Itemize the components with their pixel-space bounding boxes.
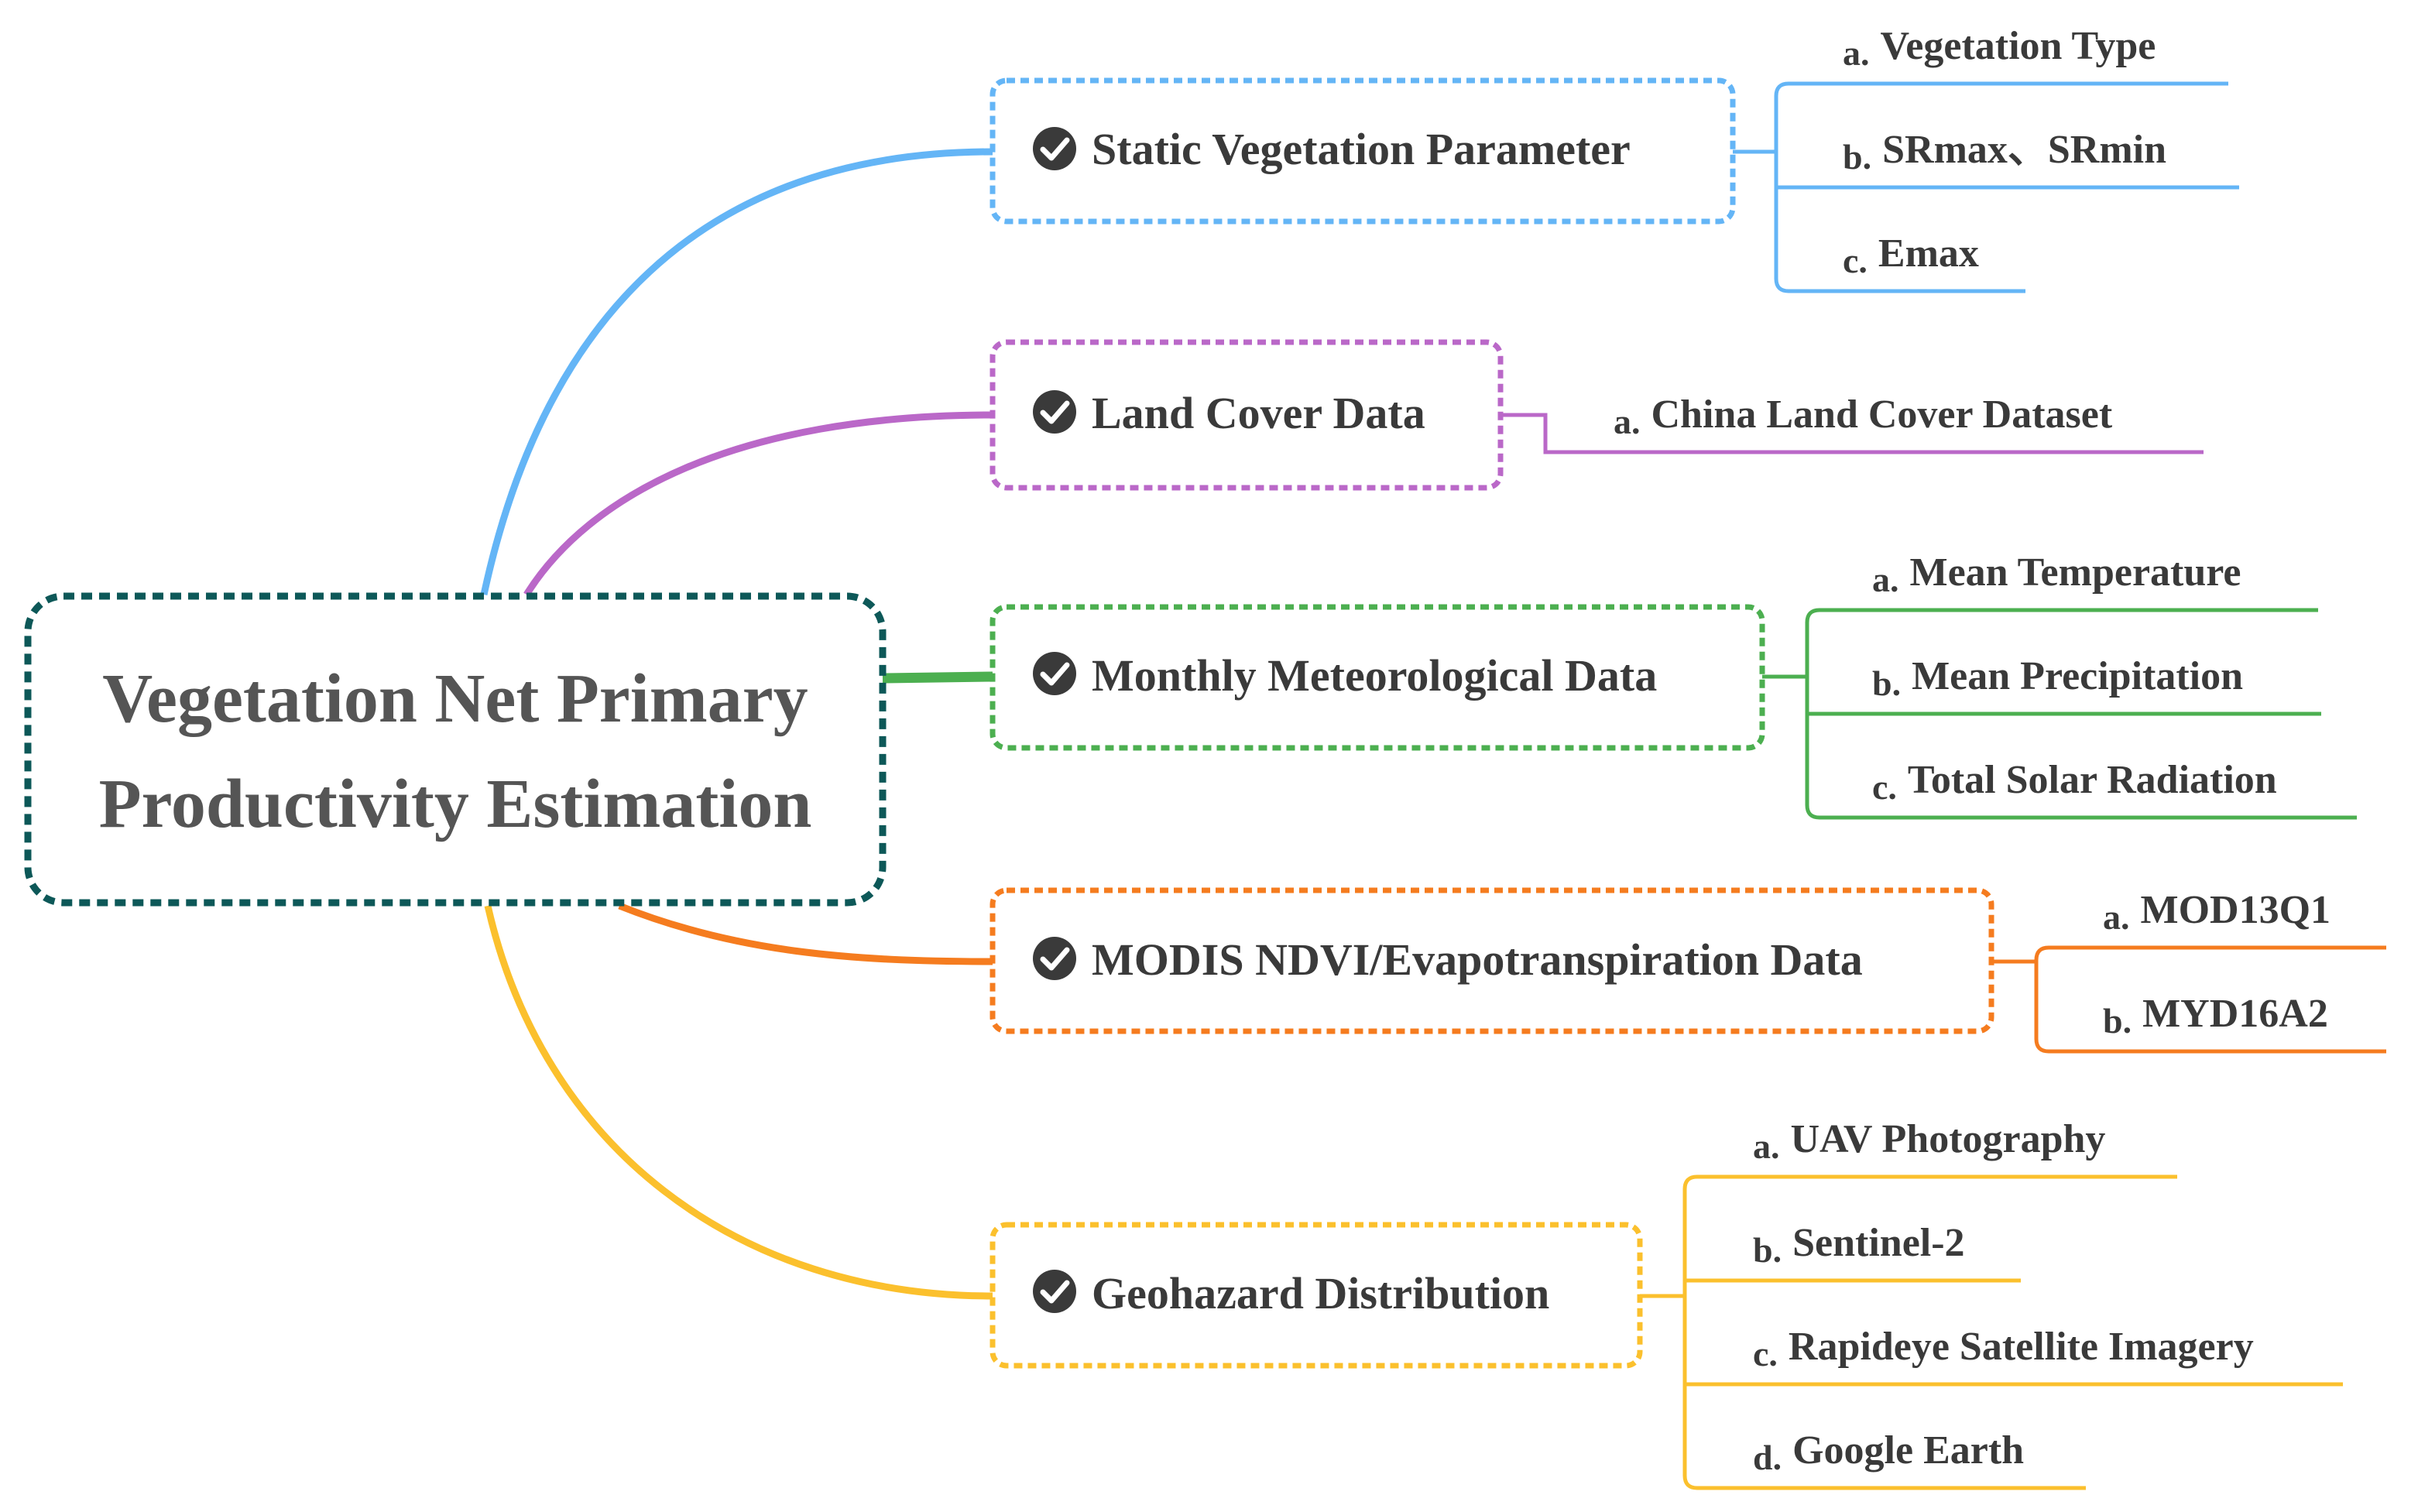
branch-node-land-cover[interactable]: Land Cover Data: [989, 339, 1504, 491]
connector-land-cover: [523, 411, 993, 597]
connector-geohazard: [484, 905, 993, 1300]
leaf-prefix: a.: [1843, 33, 1870, 73]
leaf-label[interactable]: a. Vegetation Type: [1843, 24, 2156, 73]
root-title-line-1: Vegetation Net Primary: [102, 660, 808, 737]
check-circle-icon: [1033, 390, 1076, 434]
leaf-label[interactable]: c. Rapideye Satellite Imagery: [1753, 1325, 2254, 1373]
leaf-prefix: a.: [1872, 560, 1899, 599]
branch-box: [989, 77, 1736, 225]
leaf-label[interactable]: a. UAV Photography: [1753, 1117, 2105, 1166]
branch-node-static-vegetation[interactable]: Static Vegetation Parameter: [989, 77, 1736, 225]
check-circle-icon: [1033, 937, 1076, 980]
leaf-connectors: [1501, 81, 2386, 1490]
branch-title: Geohazard Distribution: [1092, 1268, 1549, 1318]
leaf-prefix: d.: [1753, 1438, 1782, 1477]
leaf-label[interactable]: b.MYD16A2: [2103, 992, 2328, 1041]
leaf-prefix: a.: [2103, 897, 2130, 937]
leaf-prefix: b.: [1843, 137, 1871, 177]
leaf-text: Vegetation Type: [1881, 24, 2156, 68]
leaf-prefix: c.: [1753, 1334, 1778, 1373]
leaf-text: MYD16A2: [2142, 992, 2328, 1036]
leaf-bracket: [1682, 1174, 1698, 1490]
leaf-line: [1501, 413, 2204, 454]
leaf-bracket: [2034, 945, 2049, 1054]
leaf-label[interactable]: a. China Land Cover Dataset: [1614, 393, 2113, 441]
check-circle-icon: [1033, 652, 1076, 695]
leaf-label[interactable]: b.Sentinel-2: [1753, 1221, 1965, 1270]
leaf-label[interactable]: d. Google Earth: [1753, 1428, 2024, 1477]
leaf-prefix: b.: [1872, 663, 1901, 703]
branch-node-modis[interactable]: MODIS NDVI/Evapotranspiration Data: [989, 887, 1994, 1034]
check-circle-icon: [1033, 1270, 1076, 1313]
leaf-text: MOD13Q1: [2141, 888, 2331, 932]
leaf-label[interactable]: c. Emax: [1843, 231, 1979, 280]
connector-modis: [618, 902, 993, 965]
leaf-prefix: b.: [1753, 1230, 1782, 1270]
leaf-text: China Land Cover Dataset: [1651, 393, 2113, 437]
leaf-text: Total Solar Radiation: [1908, 758, 2277, 802]
leaf-text: Sentinel-2: [1792, 1221, 1964, 1265]
branch-title: Static Vegetation Parameter: [1092, 124, 1631, 174]
connector-static-vegetation: [480, 148, 993, 595]
leaf-prefix: a.: [1614, 402, 1641, 441]
leaf-label[interactable]: b. Mean Precipitation: [1872, 654, 2243, 703]
branch-title: Land Cover Data: [1092, 388, 1425, 438]
root-connectors: [480, 148, 993, 1300]
root-node-border: [24, 592, 887, 907]
branch-title: MODIS NDVI/Evapotranspiration Data: [1092, 934, 1863, 985]
root-node[interactable]: Vegetation Net Primary Productivity Esti…: [24, 592, 887, 907]
leaf-text: Mean Temperature: [1910, 550, 2241, 595]
branch-node-meteorological[interactable]: Monthly Meteorological Data: [989, 604, 1765, 751]
leaf-prefix: c.: [1843, 241, 1868, 280]
leaf-prefix: a.: [1753, 1126, 1780, 1166]
leaf-label[interactable]: c. Total Solar Radiation: [1872, 758, 2277, 807]
leaf-label[interactable]: a. Mean Temperature: [1872, 550, 2241, 599]
leaf-prefix: b.: [2103, 1001, 2132, 1041]
root-title-line-2: Productivity Estimation: [99, 766, 812, 842]
check-circle-icon: [1033, 127, 1076, 170]
connector-meteorological: [882, 671, 993, 684]
leaf-text: Mean Precipitation: [1912, 654, 2243, 698]
leaf-text: Rapideye Satellite Imagery: [1789, 1325, 2254, 1369]
leaf-label[interactable]: a. MOD13Q1: [2103, 888, 2331, 937]
branch-box: [989, 604, 1765, 751]
leaf-labels: a. Vegetation Type b. SRmax、SRmin c. Emax a. Ch…: [1614, 24, 2331, 1477]
leaf-label[interactable]: b. SRmax、SRmin: [1843, 128, 2166, 177]
leaf-prefix: c.: [1872, 767, 1897, 807]
branch-title: Monthly Meteorological Data: [1092, 650, 1657, 701]
leaf-text: Emax: [1878, 231, 1979, 276]
leaf-text: UAV Photography: [1791, 1117, 2106, 1161]
leaf-text: SRmax、SRmin: [1882, 128, 2166, 172]
branch-node-geohazard[interactable]: Geohazard Distribution: [989, 1222, 1643, 1369]
leaf-text: Google Earth: [1792, 1428, 2024, 1473]
